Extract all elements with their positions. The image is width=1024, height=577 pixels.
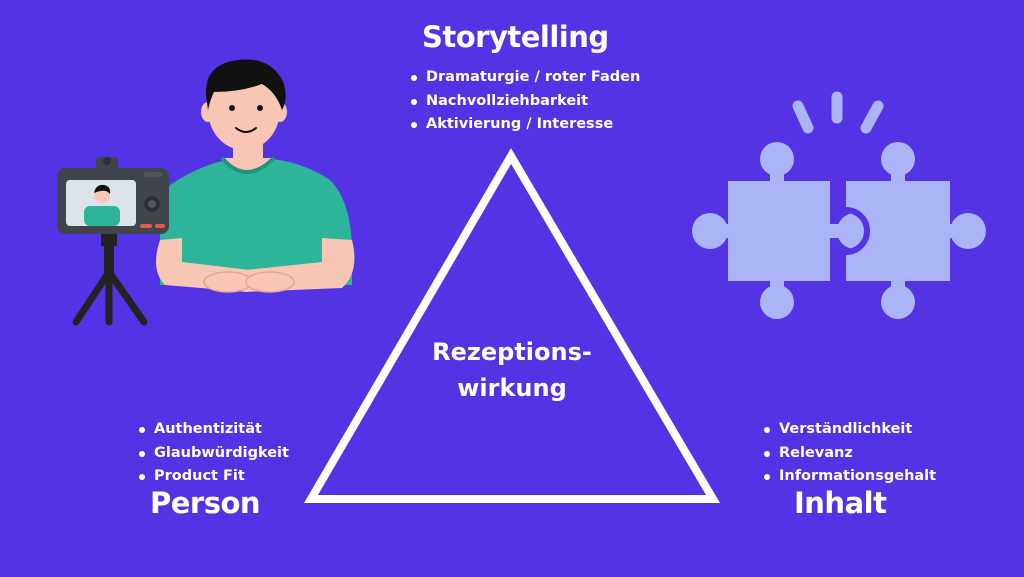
list-item: Glaubwürdigkeit — [138, 442, 289, 466]
center-label: Rezeptions- wirkung — [412, 334, 612, 406]
list-item: Aktivierung / Interesse — [410, 113, 640, 137]
person-title: Person — [150, 486, 261, 520]
center-label-line1: Rezeptions- — [432, 338, 592, 366]
list-item: Verständlichkeit — [763, 418, 936, 442]
person-list: Authentizität Glaubwürdigkeit Product Fi… — [138, 418, 289, 489]
list-item: Authentizität — [138, 418, 289, 442]
storytelling-list: Dramaturgie / roter Faden Nachvollziehba… — [410, 66, 640, 137]
center-label-line2: wirkung — [457, 374, 567, 402]
inhalt-title: Inhalt — [794, 486, 887, 520]
storytelling-title: Storytelling — [422, 20, 609, 54]
inhalt-list: Verständlichkeit Relevanz Informationsge… — [763, 418, 936, 489]
list-item: Product Fit — [138, 465, 289, 489]
list-item: Dramaturgie / roter Faden — [410, 66, 640, 90]
list-item: Nachvollziehbarkeit — [410, 90, 640, 114]
list-item: Informationsgehalt — [763, 465, 936, 489]
list-item: Relevanz — [763, 442, 936, 466]
